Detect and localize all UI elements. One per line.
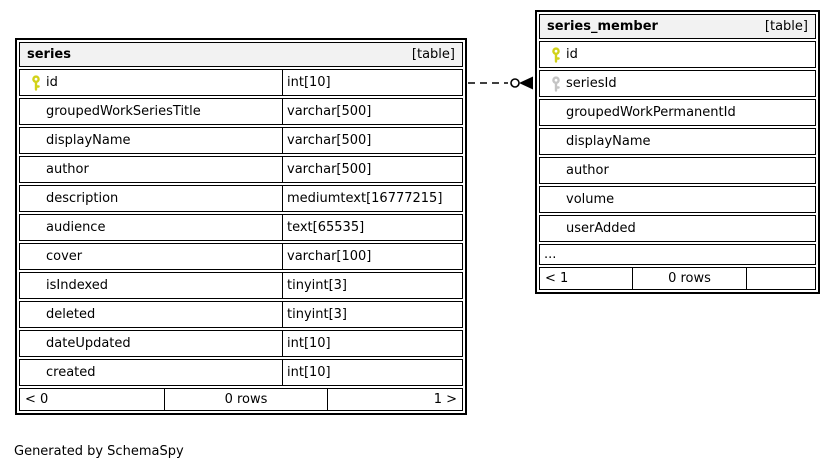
footer-children-count: < 1 bbox=[545, 271, 569, 286]
table-footer-series-member: < 1 0 rows bbox=[539, 267, 816, 290]
column-row-cover[interactable]: cover varchar[100] bbox=[19, 243, 463, 270]
column-type: varchar[500] bbox=[282, 157, 462, 182]
column-row-volume[interactable]: volume bbox=[539, 186, 816, 213]
primary-key-icon bbox=[25, 74, 46, 91]
column-row-groupedWorkSeriesTitle[interactable]: groupedWorkSeriesTitle varchar[500] bbox=[19, 98, 463, 125]
foreign-key-icon bbox=[545, 75, 566, 92]
generated-by-note: Generated by SchemaSpy bbox=[14, 444, 184, 459]
footer-children-count: < 0 bbox=[25, 392, 49, 407]
column-row-id[interactable]: id int[10] bbox=[19, 69, 463, 96]
table-title: series_member bbox=[547, 19, 658, 34]
column-name: author bbox=[566, 163, 609, 178]
column-row-author[interactable]: author bbox=[539, 157, 816, 184]
column-name: groupedWorkSeriesTitle bbox=[46, 104, 201, 119]
column-name: dateUpdated bbox=[46, 336, 131, 351]
column-type: int[10] bbox=[282, 70, 462, 95]
column-name: displayName bbox=[46, 133, 131, 148]
column-type: mediumtext[16777215] bbox=[282, 186, 462, 211]
column-row-displayName[interactable]: displayName varchar[500] bbox=[19, 127, 463, 154]
column-row-dateUpdated[interactable]: dateUpdated int[10] bbox=[19, 330, 463, 357]
hidden-columns-ellipsis: ... bbox=[539, 244, 816, 265]
footer-row-count: 0 rows bbox=[164, 389, 328, 410]
column-name: id bbox=[46, 75, 58, 90]
table-node-series-member: series_member [table] id seriesId bbox=[535, 10, 820, 294]
column-type: varchar[500] bbox=[282, 99, 462, 124]
column-name: description bbox=[46, 191, 119, 206]
column-row-description[interactable]: description mediumtext[16777215] bbox=[19, 185, 463, 212]
column-name: groupedWorkPermanentId bbox=[566, 105, 736, 120]
column-name: isIndexed bbox=[46, 278, 109, 293]
column-name: author bbox=[46, 162, 89, 177]
column-type: int[10] bbox=[282, 331, 462, 356]
column-row-author[interactable]: author varchar[500] bbox=[19, 156, 463, 183]
column-row-seriesId[interactable]: seriesId bbox=[539, 70, 816, 97]
table-header-series[interactable]: series [table] bbox=[19, 42, 463, 67]
relationship-connector bbox=[468, 76, 533, 90]
table-footer-series: < 0 0 rows 1 > bbox=[19, 388, 463, 411]
column-type: tinyint[3] bbox=[282, 273, 462, 298]
column-name: userAdded bbox=[566, 221, 636, 236]
column-row-isIndexed[interactable]: isIndexed tinyint[3] bbox=[19, 272, 463, 299]
column-name: cover bbox=[46, 249, 83, 264]
column-type: int[10] bbox=[282, 360, 462, 385]
zero-circle-icon bbox=[510, 78, 520, 88]
column-name: audience bbox=[46, 220, 106, 235]
table-node-series: series [table] id int[10] groupedWorkSer… bbox=[15, 38, 467, 415]
column-row-created[interactable]: created int[10] bbox=[19, 359, 463, 386]
table-badge: [table] bbox=[764, 19, 808, 34]
footer-parents-count: 1 > bbox=[433, 392, 457, 407]
column-type: varchar[100] bbox=[282, 244, 462, 269]
column-name: id bbox=[566, 47, 578, 62]
column-name: deleted bbox=[46, 307, 96, 322]
column-type: varchar[500] bbox=[282, 128, 462, 153]
table-title: series bbox=[27, 47, 71, 62]
column-row-audience[interactable]: audience text[65535] bbox=[19, 214, 463, 241]
table-header-series-member[interactable]: series_member [table] bbox=[539, 14, 816, 39]
column-row-groupedWorkPermanentId[interactable]: groupedWorkPermanentId bbox=[539, 99, 816, 126]
column-type: text[65535] bbox=[282, 215, 462, 240]
footer-row-count: 0 rows bbox=[632, 268, 747, 289]
column-row-id[interactable]: id bbox=[539, 41, 816, 68]
column-row-displayName[interactable]: displayName bbox=[539, 128, 816, 155]
crows-foot-icon bbox=[519, 76, 533, 90]
column-row-deleted[interactable]: deleted tinyint[3] bbox=[19, 301, 463, 328]
column-type: tinyint[3] bbox=[282, 302, 462, 327]
column-name: seriesId bbox=[566, 76, 617, 91]
column-row-userAdded[interactable]: userAdded bbox=[539, 215, 816, 242]
footer-parents-count bbox=[747, 268, 815, 289]
primary-key-icon bbox=[545, 46, 566, 63]
column-name: displayName bbox=[566, 134, 651, 149]
column-name: created bbox=[46, 365, 96, 380]
table-badge: [table] bbox=[411, 47, 455, 62]
column-name: volume bbox=[566, 192, 615, 207]
